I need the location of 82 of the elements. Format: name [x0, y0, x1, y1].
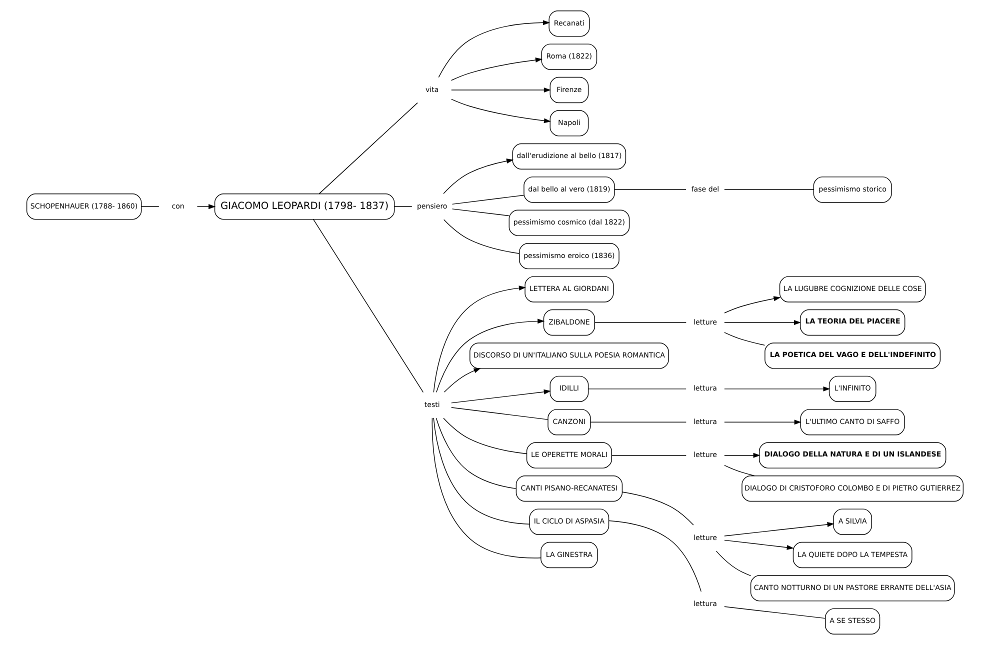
- node-box: CANTI PISANO-RECANATESI: [515, 476, 622, 502]
- connector: [724, 464, 755, 476]
- connector: [594, 322, 686, 323]
- node-text: lettura: [692, 384, 716, 393]
- connector: [435, 418, 516, 489]
- node-text: fase del: [690, 184, 719, 194]
- arrow: [724, 420, 801, 425]
- connector: [608, 520, 702, 592]
- node-box: LE OPERETTE MORALI: [526, 442, 612, 468]
- connector: [318, 102, 418, 194]
- connector: [614, 189, 686, 190]
- node-box: IL CICLO DI ASPASIA: [528, 508, 609, 535]
- connector: [724, 332, 765, 346]
- node-box: ZIBALDONE: [542, 309, 594, 336]
- arrow: [724, 320, 801, 325]
- arrow: [450, 58, 542, 81]
- node-box: dal bello al vero (1819): [523, 176, 614, 203]
- connector: [394, 206, 412, 207]
- connector: [140, 206, 159, 207]
- arrow: [450, 389, 550, 404]
- node-box: Recanati: [548, 10, 590, 37]
- node-box: A SE STESSO: [824, 608, 880, 634]
- node-box: Roma (1822): [540, 44, 597, 70]
- node-text: letture: [693, 450, 716, 460]
- node-box: pessimismo cosmico (dal 1822): [508, 210, 630, 236]
- arrow: [450, 98, 551, 124]
- node-box: Firenze: [549, 76, 588, 104]
- connector: [451, 208, 509, 216]
- node-text: lettura: [692, 416, 716, 426]
- arrow: [442, 158, 514, 194]
- node-text: testi: [424, 400, 440, 409]
- arrow: [724, 522, 834, 536]
- connector: [621, 492, 694, 526]
- arrow: [443, 368, 480, 392]
- connector: [432, 418, 530, 525]
- node-box: GIACOMO LEOPARDI (1798- 1837): [214, 194, 394, 220]
- node-text: con: [171, 201, 184, 210]
- node-box: IDILLI: [549, 376, 588, 402]
- node-box: LA TEORIA DEL PIACERE: [799, 309, 905, 336]
- node-box: LA GINESTRA: [540, 542, 598, 568]
- arrow: [724, 386, 830, 392]
- node-box: DIALOGO DELLA NATURA E DI UN ISLANDESE: [758, 442, 946, 468]
- node-box: LA POETICA DEL VAGO E DELL'INDEFINITO: [764, 342, 940, 369]
- arrow: [438, 20, 550, 78]
- connector: [443, 219, 520, 254]
- connector: [312, 218, 424, 393]
- arrow: [436, 318, 544, 393]
- node-box: dall'erudizione al bello (1817): [512, 143, 626, 170]
- connector: [450, 407, 548, 420]
- node-box: L'INFINITO: [828, 376, 876, 402]
- node-text: pensiero: [416, 201, 447, 210]
- connector: [715, 550, 751, 576]
- node-text: letture: [693, 532, 716, 542]
- node-box: SCHOPENHAUER (1788- 1860): [26, 194, 142, 220]
- node-box: L'ULTIMO CANTO DI SAFFO: [800, 409, 904, 436]
- node-box: A SILVIA: [832, 508, 872, 535]
- node-box: pessimismo storico: [812, 176, 892, 203]
- node-box: LA LUGUBRE COGNIZIONE DELLE COSE: [778, 276, 926, 302]
- connector: [442, 418, 526, 454]
- arrow: [724, 452, 760, 458]
- arrow: [724, 540, 794, 550]
- connector: [588, 388, 686, 390]
- node-box: CANTO NOTTURNO DI UN PASTORE ERRANTE DELL'ASIA: [750, 575, 954, 602]
- arrow: [724, 296, 780, 314]
- node-text: vita: [424, 84, 438, 94]
- arrow: [432, 286, 526, 393]
- node-text: letture: [693, 317, 716, 326]
- node-box: Napoli: [549, 110, 588, 136]
- arrow: [196, 204, 216, 210]
- node-box: CANZONI: [547, 409, 590, 436]
- arrow: [450, 88, 550, 92]
- connector: [724, 606, 825, 619]
- connector: [431, 418, 541, 558]
- node-text: lettura: [692, 599, 716, 608]
- node-box: LA QUIETE DOPO LA TEMPESTA: [792, 542, 912, 568]
- node-box: LETTERA AL GIORDANI: [524, 276, 614, 302]
- connector: [610, 455, 686, 456]
- node-box: pessimismo eroico (1836): [518, 243, 619, 270]
- node-box: DIALOGO DI CRISTOFORO COLOMBO E DI PIETRO GUTIERREZ: [741, 476, 964, 502]
- connector: [451, 194, 524, 205]
- node-box: DISCORSO DI UN'ITALIANO SULLA POESIA ROMANTICA: [469, 342, 668, 369]
- connector: [724, 189, 814, 190]
